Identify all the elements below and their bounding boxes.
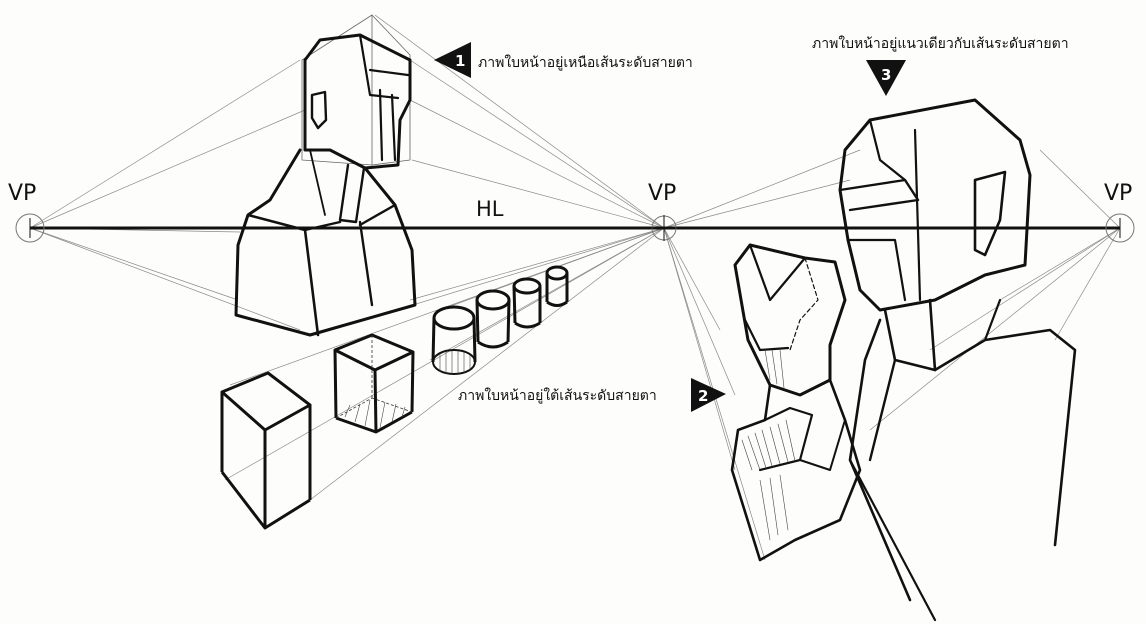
annotation-1: 1 ภาพใบหน้าอยู่เหนือเส้นระดับสายตา <box>434 42 693 78</box>
vp-marker-center <box>651 215 677 241</box>
cylinder-3 <box>512 277 542 329</box>
perspective-primitives <box>220 265 569 530</box>
badge-2-number: 2 <box>698 387 708 405</box>
vp-label-left: VP <box>8 181 36 206</box>
bust-below-eye-level <box>730 243 862 562</box>
cylinder-2 <box>475 289 511 349</box>
horizon-label: HL <box>476 197 504 221</box>
badge-2 <box>691 378 726 412</box>
badge-3 <box>866 60 906 96</box>
vp-label-center: VP <box>648 181 676 206</box>
badge-3-number: 3 <box>881 66 891 84</box>
cylinder-1 <box>431 305 477 375</box>
vp-marker-right <box>1105 213 1135 243</box>
vp-marker-left <box>15 213 45 243</box>
cylinder-4 <box>545 265 569 307</box>
annotation-3: 3 ภาพใบหน้าอยู่แนวเดียวกับเส้นระดับสายตา <box>812 35 1069 96</box>
bust-at-eye-level <box>838 98 1077 622</box>
box-medium <box>333 333 415 434</box>
badge-1 <box>434 42 471 78</box>
annotation-1-text: ภาพใบหน้าอยู่เหนือเส้นระดับสายตา <box>478 54 693 71</box>
annotation-2: 2 ภาพใบหน้าอยู่ใต้เส้นระดับสายตา <box>458 378 726 412</box>
vp-label-right: VP <box>1104 181 1132 206</box>
annotation-3-text: ภาพใบหน้าอยู่แนวเดียวกับเส้นระดับสายตา <box>812 35 1069 52</box>
perspective-guide-lines <box>29 14 1121 561</box>
badge-1-number: 1 <box>455 52 465 70</box>
bust-above-eye-level <box>234 14 417 337</box>
annotation-2-text: ภาพใบหน้าอยู่ใต้เส้นระดับสายตา <box>458 387 657 404</box>
box-large <box>220 371 312 530</box>
